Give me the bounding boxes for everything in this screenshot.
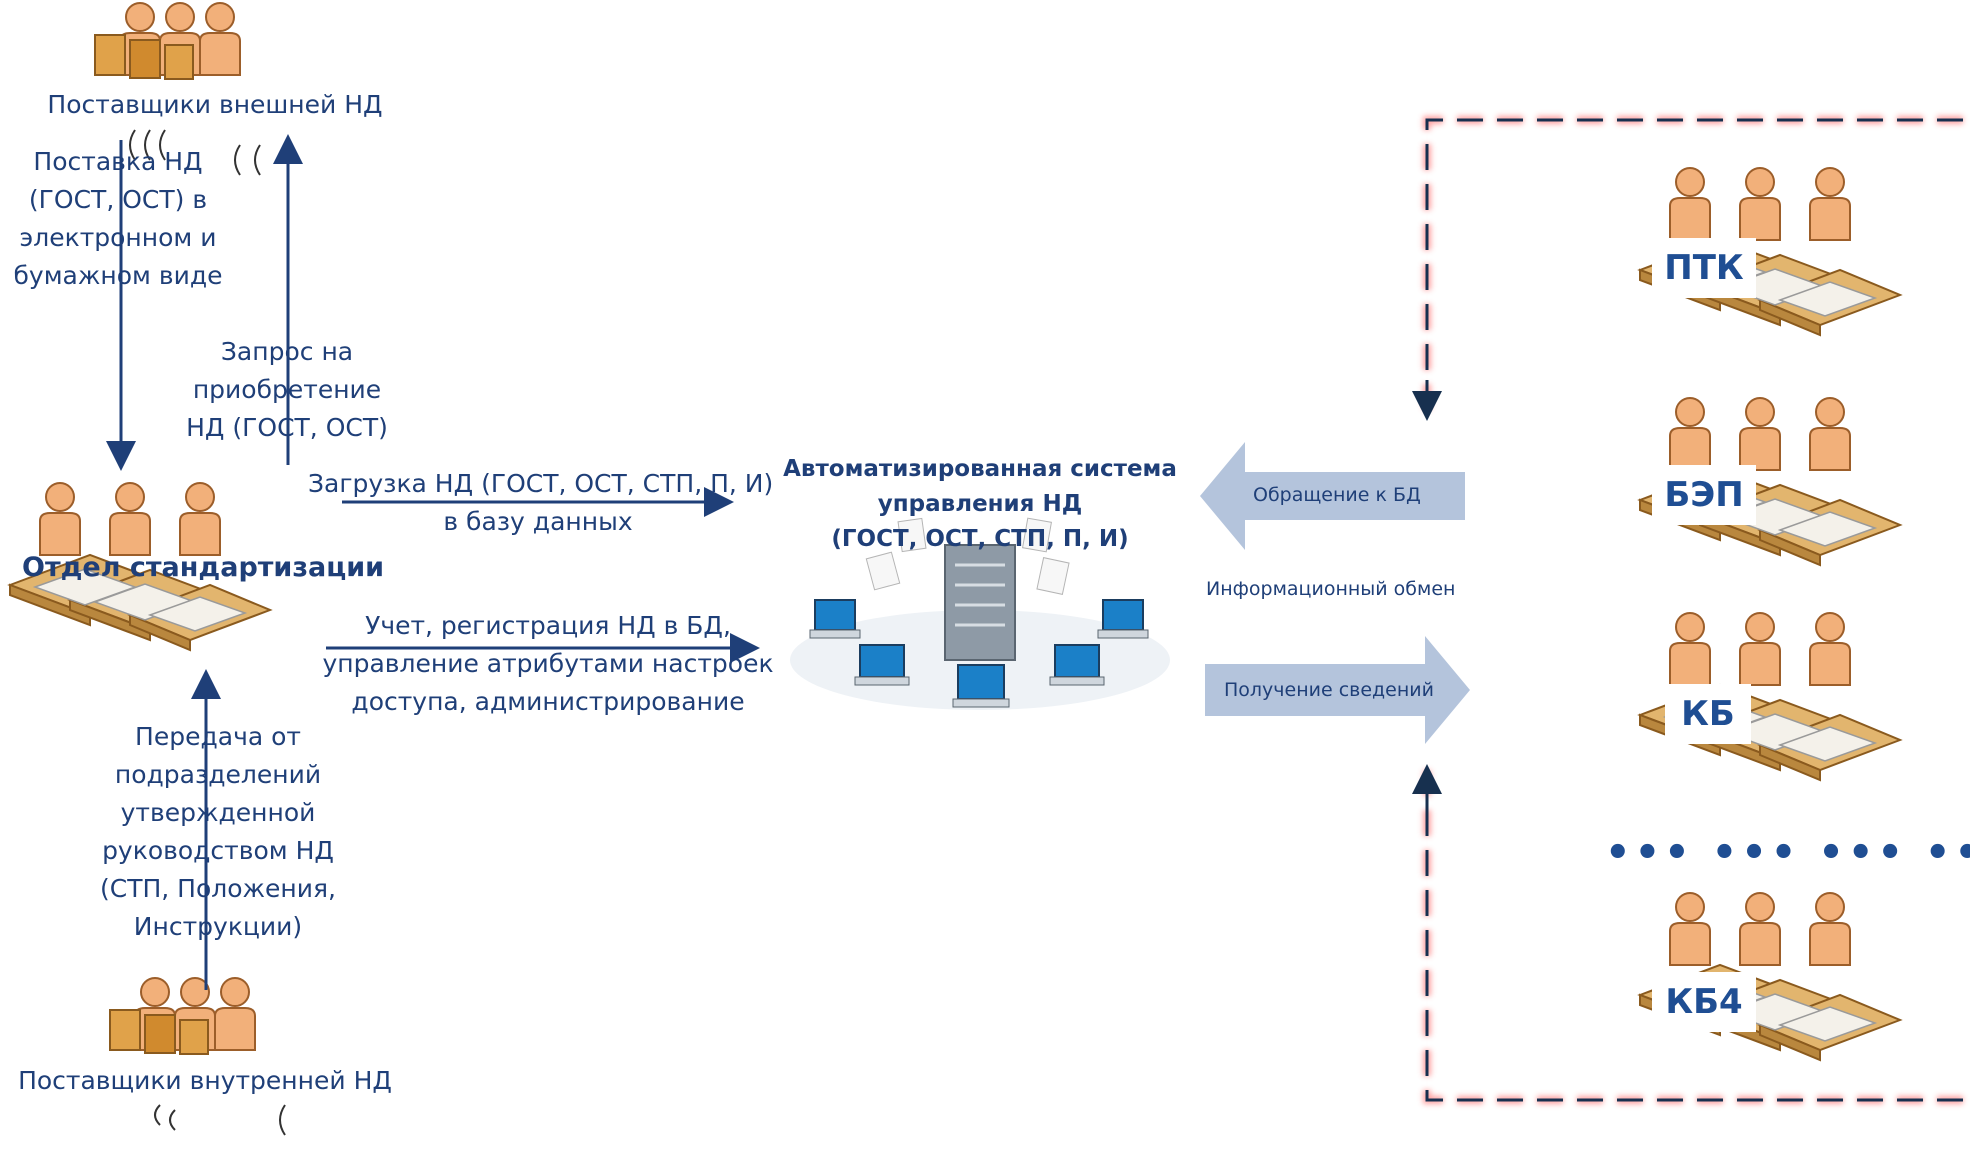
accounting-line: Учет, регистрация НД в БД, — [365, 611, 731, 640]
external-suppliers-label: Поставщики внешней НД — [47, 90, 383, 119]
upload-line: Загрузка НД (ГОСТ, ОСТ, СТП, П, И) — [308, 469, 774, 498]
accounting-label: Учет, регистрация НД в БД, управление ат… — [318, 607, 778, 721]
unit-badge: БЭП — [1652, 465, 1756, 525]
transfer-line: (СТП, Положения, — [99, 874, 337, 903]
units-frame — [1412, 116, 1970, 1104]
unit-badge: КБ — [1665, 684, 1751, 744]
internal-suppliers-icon — [110, 978, 286, 1136]
unit-badge: ПТК — [1652, 238, 1756, 298]
system-title-line: (ГОСТ, ОСТ, СТП, П, И) — [831, 526, 1129, 552]
delivery-line: электронном и — [19, 223, 217, 252]
transfer-line: Инструкции) — [133, 912, 303, 941]
request-line: приобретение — [192, 375, 382, 404]
db-request-label: Обращение к БД — [1253, 484, 1421, 506]
accounting-line: управление атрибутами настроек — [322, 649, 774, 678]
request-line: Запрос на — [220, 337, 354, 366]
unit-badge: КБ4 — [1652, 972, 1756, 1032]
delivery-line: Поставка НД — [33, 147, 203, 176]
info-exchange-caption: Информационный обмен — [1206, 578, 1456, 600]
system-title-line: управления НД — [877, 491, 1083, 517]
transfer-line: утвержденной — [120, 798, 316, 827]
accounting-line: доступа, администрирование — [351, 687, 745, 716]
transfer-line: руководством НД — [102, 836, 334, 865]
delivery-line: бумажном виде — [13, 261, 223, 290]
upload-label: Загрузка НД (ГОСТ, ОСТ, СТП, П, И) в баз… — [308, 465, 774, 541]
external-suppliers-icon — [95, 3, 261, 176]
transfer-line: Передача от — [135, 722, 301, 751]
system-title-line: Автоматизированная система — [783, 456, 1177, 482]
more-units-ellipsis: ••• ••• ••• ••• — [1605, 830, 1970, 876]
upload-line: в базу данных — [443, 507, 633, 536]
receive-info-block-arrow — [1205, 636, 1470, 744]
delivery-line: (ГОСТ, ОСТ) в — [28, 185, 208, 214]
receive-info-label: Получение сведений — [1224, 679, 1434, 701]
transfer-line: подразделений — [114, 760, 322, 789]
system-title: Автоматизированная система управления НД… — [770, 452, 1190, 557]
internal-suppliers-label: Поставщики внутренней НД — [18, 1066, 392, 1095]
request-line: НД (ГОСТ, ОСТ) — [186, 413, 388, 442]
request-label: Запрос на приобретение НД (ГОСТ, ОСТ) — [182, 333, 392, 447]
delivery-label: Поставка НД (ГОСТ, ОСТ) в электронном и … — [0, 143, 236, 295]
system-network-icon — [770, 440, 1190, 722]
department-label: Отдел стандартизации — [22, 552, 385, 583]
transfer-label: Передача от подразделений утвержденной р… — [88, 718, 348, 946]
db-request-block-arrow — [1200, 442, 1465, 550]
